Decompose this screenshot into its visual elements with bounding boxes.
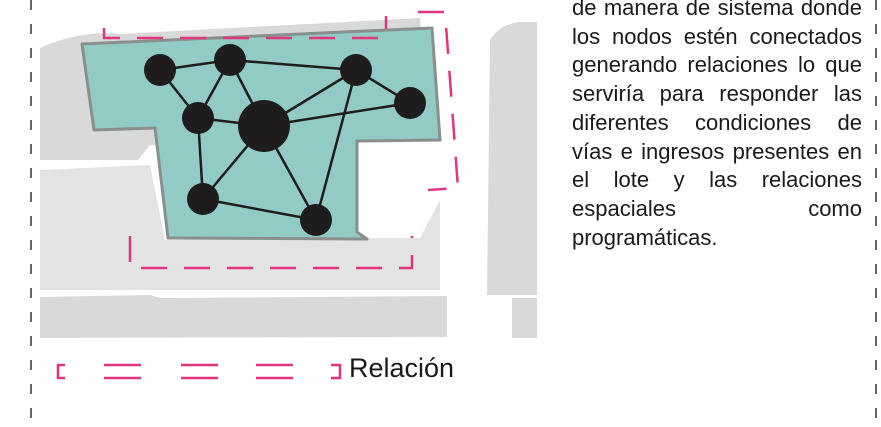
relation-marker-right [418, 10, 460, 192]
link [229, 58, 357, 72]
node [340, 54, 372, 86]
relation-marker-top [102, 16, 388, 40]
legend-dash-end [331, 363, 342, 380]
legend-relation-sample [56, 363, 342, 380]
context-block-bottom [40, 295, 447, 338]
legend-dash-start [56, 363, 65, 380]
relation-marker-bottom [128, 236, 414, 270]
node [182, 102, 214, 134]
link [202, 197, 317, 222]
node [394, 87, 426, 119]
link [314, 69, 358, 221]
network-nodes [144, 44, 426, 236]
context-block-middle [40, 165, 440, 290]
relation-markers [102, 10, 460, 270]
legend-label: Relación [349, 353, 455, 383]
context-block-right [487, 22, 537, 295]
node [187, 183, 219, 215]
node [144, 54, 176, 86]
central-node [238, 100, 290, 152]
description-paragraph: de manera de sistema donde los nodos est… [572, 0, 862, 250]
context-block-bottom-right [512, 298, 537, 338]
node [214, 44, 246, 76]
node [300, 204, 332, 236]
